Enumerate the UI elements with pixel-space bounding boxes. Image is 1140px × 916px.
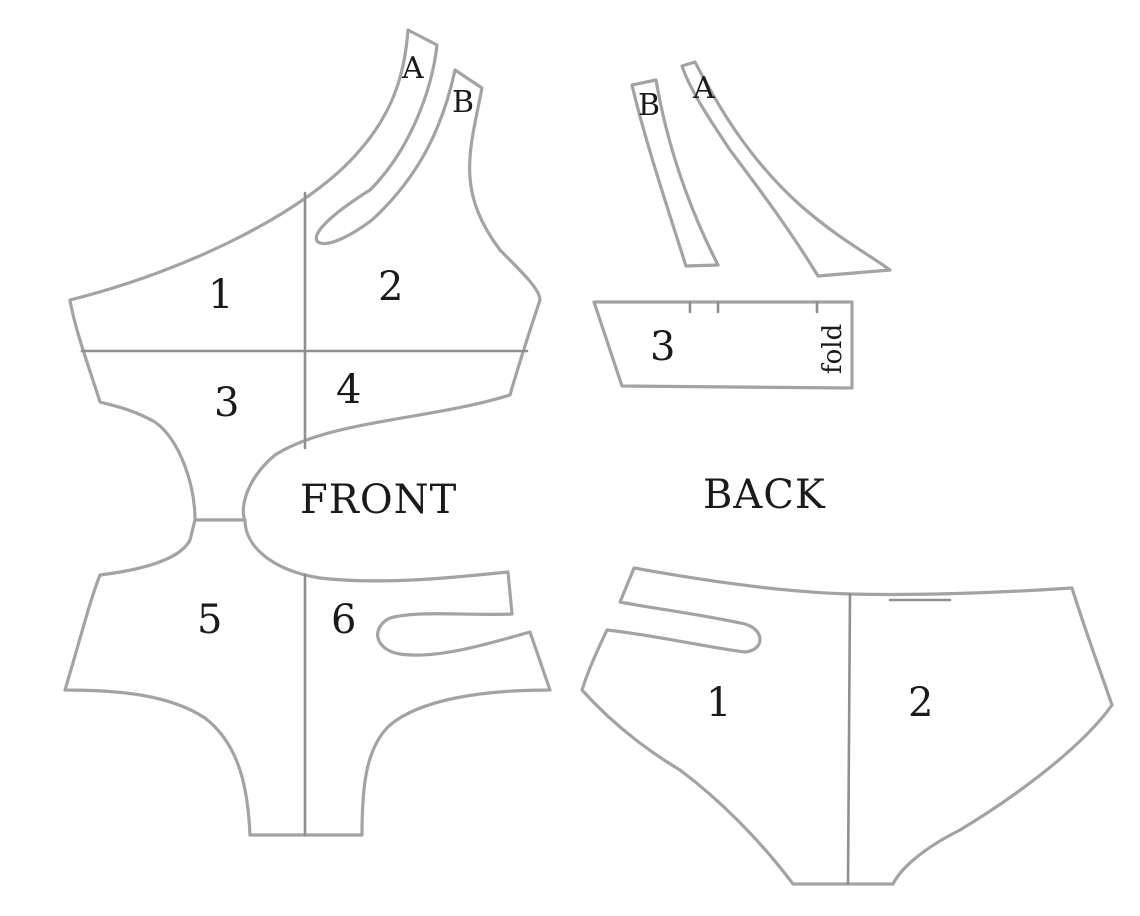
back-pattern: B A 3 fold BACK 1 2: [580, 60, 1114, 886]
back-lower-piece: [580, 566, 1114, 886]
back-center-seam: [846, 592, 852, 886]
front-piece-4-label: 4: [336, 367, 361, 413]
front-piece-3-label: 3: [214, 380, 239, 426]
back-piece-2-label: 2: [908, 680, 933, 726]
back-band-fold-label: fold: [818, 324, 848, 374]
back-band-piece: [592, 300, 854, 390]
back-strap-b: [630, 78, 720, 268]
back-band-label: 3: [650, 324, 675, 370]
front-strap-label-b: B: [452, 85, 474, 120]
back-strap-label-b: B: [638, 88, 660, 123]
front-piece-6-label: 6: [331, 597, 356, 643]
front-piece-2-label: 2: [378, 264, 403, 310]
front-pattern: A B 1 2 3 4 5 6 FRONT: [63, 28, 552, 837]
front-piece-5-label: 5: [197, 597, 222, 643]
front-strap-label-a: A: [401, 51, 424, 86]
back-piece-1-label: 1: [706, 680, 731, 726]
front-piece-1-label: 1: [208, 272, 233, 318]
back-strap-label-a: A: [692, 71, 715, 106]
back-title: BACK: [703, 472, 826, 518]
back-strap-a: [680, 60, 892, 278]
front-lower-piece: [63, 518, 552, 837]
front-title: FRONT: [300, 477, 457, 523]
